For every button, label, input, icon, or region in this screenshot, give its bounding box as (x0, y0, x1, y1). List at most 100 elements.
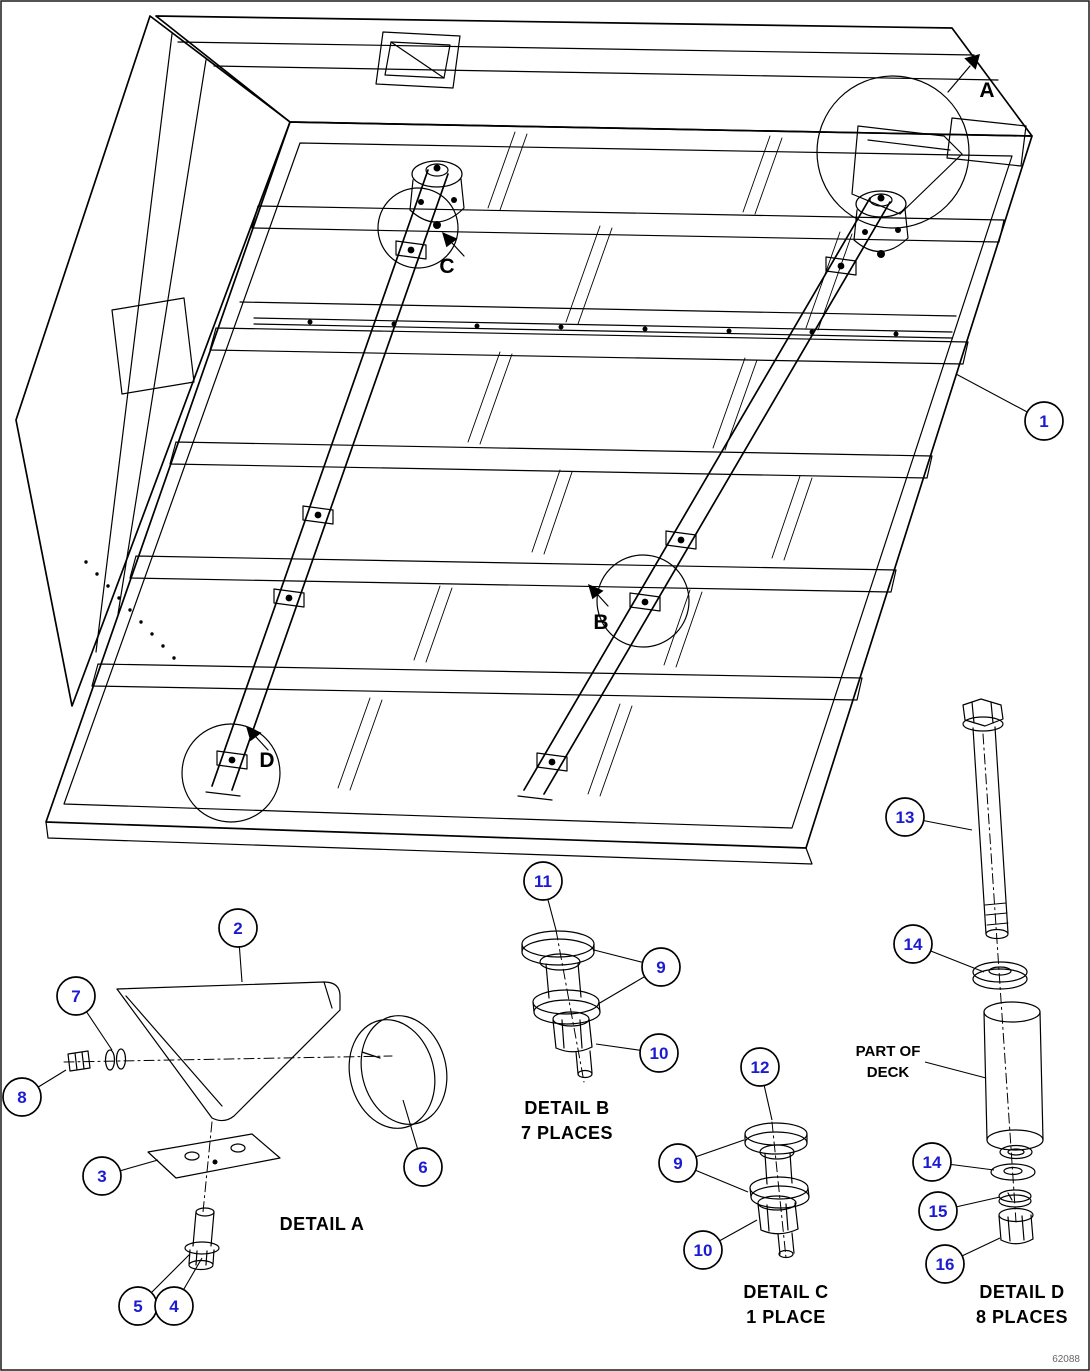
part-of-deck-label-line1: PART OF (856, 1043, 921, 1060)
svg-text:5: 5 (133, 1297, 142, 1316)
svg-text:9: 9 (673, 1154, 682, 1173)
centerline (555, 929, 585, 1083)
svg-text:12: 12 (751, 1058, 770, 1077)
washer-upper-part (972, 961, 1028, 990)
callout-13: 13 (885, 797, 925, 837)
svg-text:8: 8 (17, 1088, 26, 1107)
washer-top-part (744, 1122, 808, 1160)
detail-b-subtitle: 7 PLACES (521, 1123, 613, 1143)
support-rails (205, 169, 891, 801)
pivot-bracket-left (409, 160, 465, 229)
washer-mid-part (749, 1176, 810, 1209)
washer-top-part (521, 930, 595, 971)
detail-d-subtitle: 8 PLACES (976, 1307, 1068, 1327)
callout-6: 6 (403, 1147, 443, 1187)
view-arrow-a (947, 54, 980, 93)
stud-part (545, 962, 582, 999)
detail-b-drawing (521, 929, 601, 1083)
callout-14: 14 (912, 1142, 952, 1182)
view-label-c: C (439, 255, 454, 278)
view-arrow-b (588, 584, 609, 607)
callout-9: 9 (658, 1143, 698, 1183)
washer-mid-part (532, 989, 601, 1025)
callout-4: 4 (154, 1286, 194, 1326)
lock-washer-part (998, 1189, 1032, 1208)
view-arrow-c (442, 232, 465, 257)
svg-text:10: 10 (650, 1044, 669, 1063)
flanged-bolt-part (184, 1207, 220, 1271)
svg-text:4: 4 (169, 1297, 179, 1316)
view-label-a: A (979, 79, 994, 102)
part-of-deck-leader-line (924, 1061, 987, 1079)
callout-1: 1 (1024, 401, 1064, 441)
detail-b-title: DETAIL B (524, 1098, 609, 1118)
view-label-b: B (593, 611, 608, 634)
detail-d-title: DETAIL D (979, 1282, 1064, 1302)
callout-10: 10 (683, 1230, 723, 1270)
callout-8: 8 (2, 1077, 42, 1117)
centerline (771, 1121, 787, 1259)
callout-14: 14 (893, 924, 933, 964)
cross-members (91, 205, 1005, 701)
access-hatch (375, 31, 461, 89)
support-bracket-part (116, 981, 341, 1122)
pivot-bracket-right (853, 190, 909, 258)
rivet-row (84, 560, 176, 660)
deck-assembly-drawing (15, 15, 1033, 865)
washers-part (104, 1048, 127, 1071)
callout-2: 2 (218, 908, 258, 948)
mount-plate-part (147, 1133, 281, 1179)
callout-16: 16 (925, 1244, 965, 1284)
bolt-part (962, 698, 1009, 940)
leader-lines-layer (21, 373, 1045, 1307)
figure-number: 62088 (1052, 1354, 1080, 1365)
view-circle-c (377, 187, 459, 269)
callout-9: 9 (641, 947, 681, 987)
nut-part (757, 1195, 799, 1259)
nut-part (67, 1050, 91, 1072)
svg-text:9: 9 (656, 958, 665, 977)
deck-spacer-part (983, 1001, 1044, 1160)
callout-11: 11 (523, 861, 563, 901)
svg-text:14: 14 (923, 1153, 942, 1172)
centerline (982, 733, 1017, 1223)
corner-bracket (851, 117, 1027, 215)
svg-text:13: 13 (896, 808, 915, 827)
centerline (63, 1055, 393, 1063)
part-of-deck-label-line2: DECK (867, 1064, 910, 1081)
view-arrow-d (246, 726, 269, 751)
svg-text:2: 2 (233, 919, 242, 938)
svg-text:7: 7 (71, 987, 80, 1006)
svg-text:3: 3 (97, 1167, 106, 1186)
centerline (202, 1121, 213, 1213)
rail-mount-pads (216, 240, 857, 772)
detail-d-drawing (962, 698, 1044, 1245)
callout-10: 10 (639, 1033, 679, 1073)
view-circle-a (816, 75, 970, 229)
deck-stringers (337, 131, 853, 797)
callout-3: 3 (82, 1156, 122, 1196)
svg-text:11: 11 (534, 872, 552, 891)
callout-15: 15 (918, 1191, 958, 1231)
detail-a-drawing (63, 981, 448, 1271)
nut-part (998, 1207, 1034, 1245)
labels-layer: A B C D DETAIL A DETAIL B 7 PLACES DETAI… (259, 79, 1080, 1365)
washer-lower-part (990, 1163, 1036, 1181)
detail-c-title: DETAIL C (743, 1282, 828, 1302)
detail-c-subtitle: 1 PLACE (746, 1307, 826, 1327)
view-circle-b (596, 554, 690, 648)
svg-text:16: 16 (936, 1255, 955, 1274)
callout-7: 7 (56, 976, 96, 1016)
view-circle-d (181, 723, 281, 823)
view-label-d: D (259, 749, 274, 772)
svg-text:1: 1 (1039, 412, 1048, 431)
callout-5: 5 (118, 1286, 158, 1326)
nut-part (552, 1011, 593, 1079)
top-rail (155, 15, 1033, 137)
left-wall-panel (15, 15, 291, 707)
detail-a-title: DETAIL A (280, 1214, 365, 1234)
